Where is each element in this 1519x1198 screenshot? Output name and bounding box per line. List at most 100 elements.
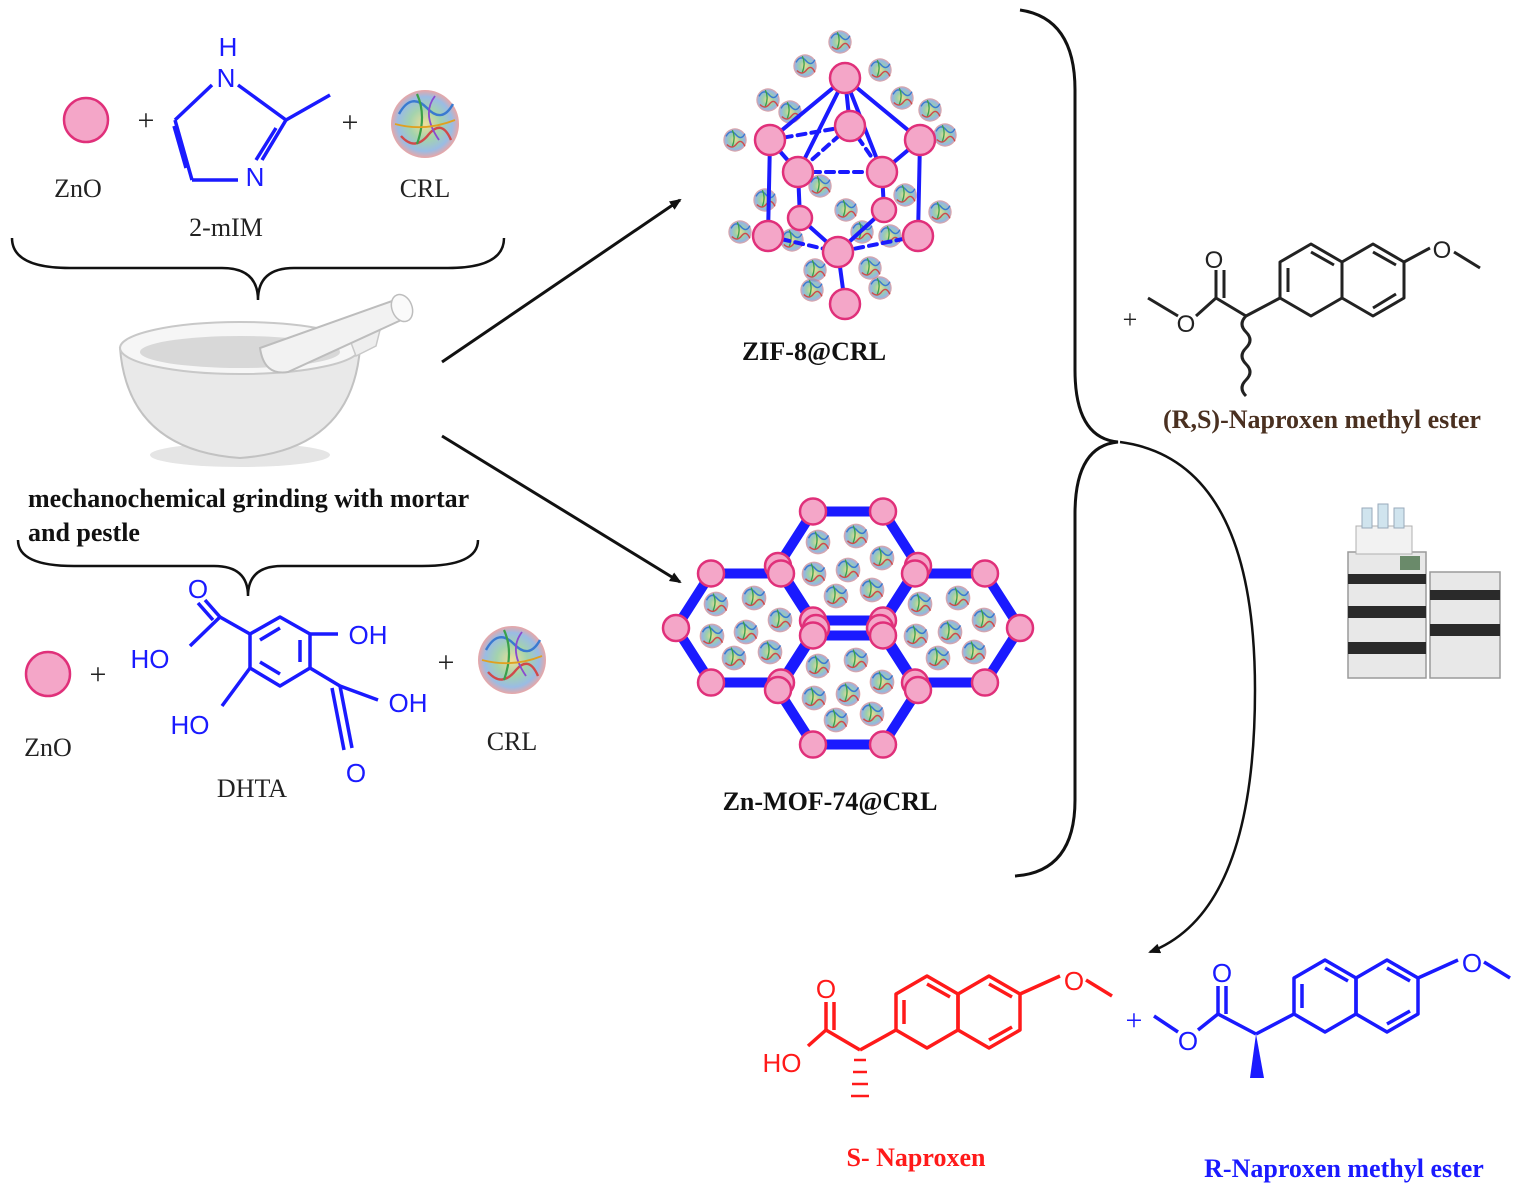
zn-node xyxy=(900,559,930,588)
zn-node xyxy=(868,497,898,526)
plus-sign: + xyxy=(342,106,359,139)
zno-top-node xyxy=(62,96,110,144)
zn-node xyxy=(696,559,726,588)
zn-node xyxy=(763,675,793,705)
crl-protein-particle xyxy=(892,182,918,208)
2-mim-label: 2-mIM xyxy=(189,213,263,242)
crl-protein-particle xyxy=(858,576,886,604)
racemic-atom-o-methoxy: O xyxy=(1433,237,1452,264)
zn-node xyxy=(798,730,828,759)
crl-protein-particle xyxy=(936,618,964,646)
crl-protein-particle xyxy=(740,584,768,612)
plus-sign: + xyxy=(1123,305,1138,334)
crl-protein-particle xyxy=(857,255,883,281)
r-atom-o-carbonyl: O xyxy=(1212,958,1232,988)
r-atom-o-ester: O xyxy=(1178,1026,1198,1056)
zno-bottom-node xyxy=(24,650,72,698)
crl-protein-particle xyxy=(917,97,943,123)
racemic-label: (R,S)-Naproxen methyl ester xyxy=(1163,405,1481,434)
crl-protein-particle xyxy=(720,644,748,672)
crl-protein-particle xyxy=(960,638,988,666)
crl-protein-particle xyxy=(924,644,952,672)
crl-protein-particle xyxy=(868,544,896,572)
crl-protein-particle xyxy=(792,53,818,79)
crl-protein-particle xyxy=(906,590,934,618)
crl-protein-particle xyxy=(752,187,778,213)
r-ester-wedge-bond xyxy=(1250,1034,1264,1078)
crl-protein-particle xyxy=(833,197,859,223)
crl-protein-particle xyxy=(867,57,893,83)
s-atom-ho: HO xyxy=(763,1048,802,1078)
r-ester-structure xyxy=(1153,958,1511,1036)
crl-protein-particle xyxy=(834,680,862,708)
crl-protein-particle xyxy=(889,85,915,111)
crl-protein-particle xyxy=(800,560,828,588)
zn-node xyxy=(696,668,726,697)
crl-protein-particle xyxy=(804,652,832,680)
crl-protein-particle xyxy=(822,706,850,734)
crl-protein-particle xyxy=(822,582,850,610)
mortar-caption-line1: mechanochemical grinding with mortar xyxy=(28,484,469,513)
zn-node xyxy=(868,730,898,759)
crl-top-protein xyxy=(389,88,461,160)
zn-node xyxy=(868,621,898,650)
plus-sign: + xyxy=(138,104,155,137)
crl-protein-particle xyxy=(702,590,730,618)
plus-sign: + xyxy=(90,658,107,691)
zn-node xyxy=(970,668,1000,697)
zn-node xyxy=(766,559,796,588)
dhta-atom-ho-top: HO xyxy=(131,644,170,674)
crl-protein-particle xyxy=(970,606,998,634)
crl-top-label: CRL xyxy=(400,174,451,203)
crl-protein-particle xyxy=(722,127,748,153)
crl-protein-particle xyxy=(867,275,893,301)
crl-bottom-protein xyxy=(476,624,548,696)
zno-top-label: ZnO xyxy=(54,174,102,203)
crl-protein-particle xyxy=(777,99,803,125)
r-atom-o-methoxy: O xyxy=(1462,948,1482,978)
zn-node xyxy=(1005,613,1035,643)
zif8-framework xyxy=(722,29,958,321)
atom-n-3: N xyxy=(246,162,265,192)
crl-protein-particle xyxy=(842,522,870,550)
zif8-label: ZIF-8@CRL xyxy=(742,337,886,366)
zn-node xyxy=(798,621,828,650)
crl-protein-particle xyxy=(827,29,853,55)
dhta-atom-oh-top: OH xyxy=(349,620,388,650)
dhta-atom-oh-bottom: OH xyxy=(389,688,428,718)
zn-node xyxy=(970,559,1000,588)
crl-protein-particle xyxy=(927,199,953,225)
dhta-atom-o-top: O xyxy=(188,574,208,604)
dhta-atom-ho-bottom: HO xyxy=(171,710,210,740)
crl-protein-particle xyxy=(944,584,972,612)
racemic-atom-o-carbonyl: O xyxy=(1205,247,1224,274)
curved-arrow-to-products xyxy=(1119,440,1257,954)
atom-n-1: N xyxy=(217,63,236,93)
crl-protein-particle xyxy=(804,528,832,556)
arrow-to-zif8 xyxy=(441,198,682,364)
mortar-pestle-image xyxy=(118,293,414,467)
crl-protein-particle xyxy=(755,87,781,113)
convergence-brace xyxy=(1014,8,1119,878)
zn-node xyxy=(903,675,933,705)
crl-protein-particle xyxy=(698,622,726,650)
mof74-framework xyxy=(661,497,1035,759)
crl-protein-particle xyxy=(858,700,886,728)
top-brace xyxy=(10,237,506,301)
crl-bottom-label: CRL xyxy=(487,727,538,756)
crl-protein-particle xyxy=(802,257,828,283)
crl-protein-particle xyxy=(766,606,794,634)
atom-h: H xyxy=(219,32,238,62)
zn-node xyxy=(661,613,691,643)
racemic-ester-structure xyxy=(1147,242,1481,398)
crl-protein-particle xyxy=(756,638,784,666)
racemic-atom-o-ester: O xyxy=(1177,311,1196,338)
arrow-to-mof74 xyxy=(441,434,682,584)
crl-protein-particle xyxy=(902,622,930,650)
hplc-instrument-image xyxy=(1347,503,1501,679)
plus-sign: + xyxy=(1126,1004,1143,1037)
r-ester-label: R-Naproxen methyl ester xyxy=(1204,1154,1484,1183)
dhta-atom-o-bottom: O xyxy=(346,758,366,788)
